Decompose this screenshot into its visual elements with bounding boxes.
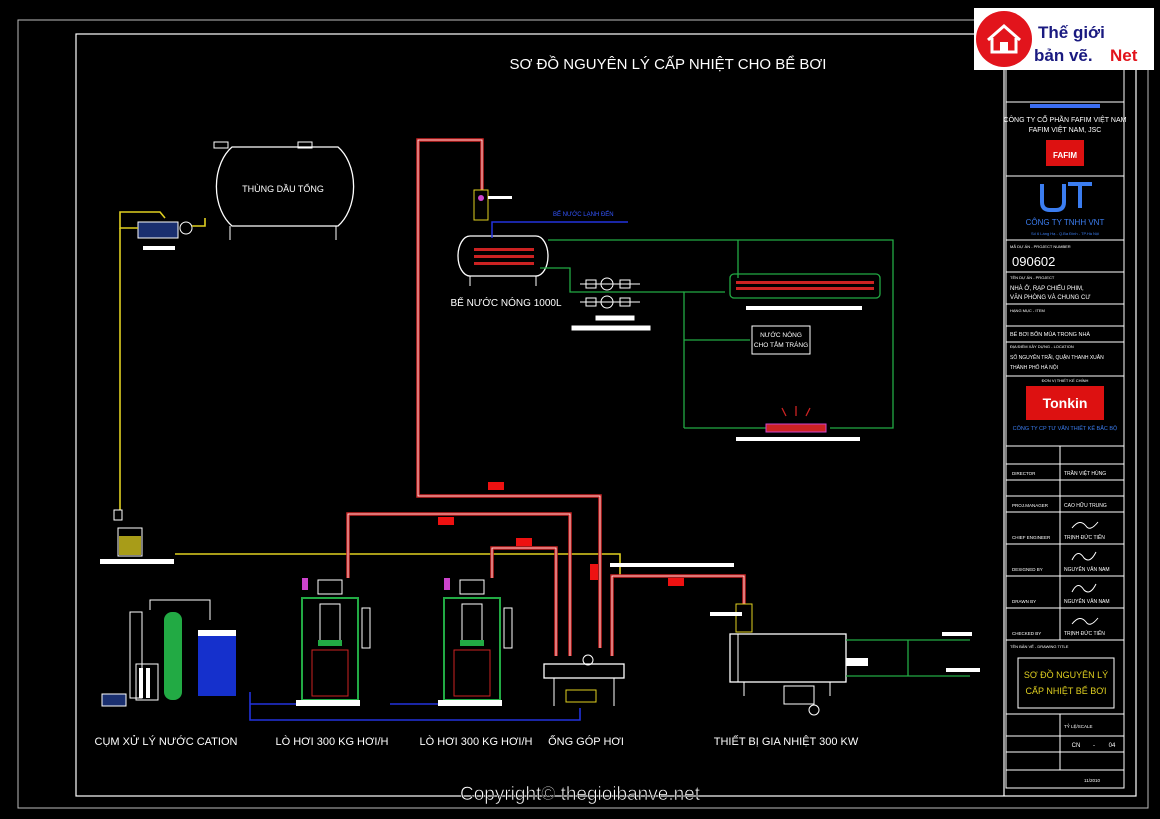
steam-header-label: ỐNG GÓP HƠI [548,734,624,748]
fafim-logo [1046,140,1084,166]
fuel-line [119,211,621,575]
floor-heater [736,406,860,441]
drawing-title-line2: CẤP NHIỆT BỂ BƠI [1026,685,1107,696]
fafim-logo-text: FAFIM [1053,151,1077,160]
logo-line3: Net [1110,46,1138,65]
project-number-label: MÃ DỰ ÁN - PROJECT NUMBER [1010,244,1071,249]
tank-valve-assembly [473,189,512,221]
sheet-number: 04 [1109,743,1116,749]
shower-label-2: CHO TẮM TRÁNG [754,340,808,349]
drawing-title-label: TÊN BẢN VẼ - DRAWING TITLE [1010,644,1069,649]
heater-water-lines [846,639,970,677]
tonkin-logo-text: Tonkin [1043,395,1088,411]
boiler-1-label: LÒ HƠI 300 KG HƠI/H [275,735,388,748]
steam-pipe-tags [438,482,734,586]
scale: TỶ LỆ/SCALE [1064,722,1093,729]
pm-label: PROJ.MANAGER [1012,503,1049,508]
sheet-prefix: CN [1072,743,1081,749]
boiler-2 [438,578,513,706]
pool-heat-exchanger [729,273,881,310]
project-label: TÊN DỰ ÁN - PROJECT [1010,275,1055,280]
drawn: NGUYỄN VĂN NAM [1064,598,1110,605]
heater-300kw [710,603,868,716]
date: 11/2010 [1084,778,1100,783]
item: BỂ BƠI BỐN MÙA TRONG NHÀ [1010,331,1090,338]
oil-tank: THÙNG DẦU TỔNG [213,141,355,240]
chief: TRỊNH ĐỨC TIẾN [1064,534,1105,541]
cation-unit-label: CỤM XỬ LÝ NƯỚC CATION [95,735,238,748]
company2-name: CÔNG TY TNHH VNT [1026,218,1105,227]
location-line1: SỐ NGUYỄN TRÃI, QUẬN THANH XUÂN [1010,354,1104,361]
circulation-pumps [571,277,651,331]
location-label: ĐỊA ĐIỂM XÂY DỰNG - LOCATION [1010,344,1074,349]
fuel-pump [137,221,193,250]
hot-water-tank: BỂ NƯỚC NÓNG 1000L [450,235,562,309]
company1-line1: CÔNG TY CỔ PHẦN FAFIM VIỆT NAM [1004,114,1127,124]
steam-header [543,654,625,706]
logo-line1: Thế giới [1038,23,1105,42]
pm: CAO HỮU TRUNG [1064,502,1107,509]
hot-water-circuit [540,239,894,429]
copyright: Copyright© thegioibanve.net [460,784,701,805]
consultant-name: CÔNG TY CP TƯ VẤN THIẾT KẾ BẮC BỘ [1013,424,1118,432]
chief-label: CHIEF ENGINEER [1012,535,1051,540]
cold-water-feed-line [249,692,581,721]
title-block: CÔNG TY CỔ PHẦN FAFIM VIỆT NAM FAFIM VIỆ… [1004,35,1127,789]
checked-label: CHECKED BY [1012,631,1041,636]
site-logo: Thế giới bản vẽ. Net [974,8,1154,70]
designer-label: DESIGNED BY [1012,567,1043,572]
director-label: DIRECTOR [1012,471,1036,476]
logo-line2: bản vẽ. [1034,46,1093,65]
sheet-dash: - [1093,743,1095,749]
cold-water-label: BỂ NƯỚC LẠNH ĐẾN [553,211,614,218]
drawing-title-line1: SƠ ĐỒ NGUYÊN LÝ [1024,669,1108,680]
checked: TRỊNH ĐỨC TIẾN [1064,630,1105,637]
heater-line-tags [942,632,980,672]
consultant-label: ĐƠN VỊ THIẾT KẾ CHÍNH [1042,378,1089,383]
oil-tank-label: THÙNG DẦU TỔNG [242,183,324,194]
shower-hot-water-box: NƯỚC NÓNG CHO TẮM TRÁNG [751,325,811,355]
signature-drawn [1071,583,1097,593]
boiler-2-label: LÒ HƠI 300 KG HƠI/H [419,735,532,748]
heater-label: THIẾT BỊ GIA NHIỆT 300 KW [714,735,859,748]
company1-line2: FAFIM VIỆT NAM, JSC [1029,125,1102,134]
day-tank [100,509,174,564]
steam-pipes-boilers [346,512,746,656]
signature-checked [1071,617,1099,625]
location-line2: THÀNH PHỐ HÀ NỘI [1010,364,1058,371]
cation-unit [101,599,236,707]
outer-frame [17,19,1149,809]
project-number: 090602 [1012,254,1055,269]
hot-water-tank-label: BỂ NƯỚC NÓNG 1000L [450,296,561,309]
steam-pipe-main [416,138,602,648]
project-line1: NHÀ Ở, RẠP CHIẾU PHIM, [1010,285,1084,292]
cold-water-inlet: BỂ NƯỚC LẠNH ĐẾN [491,211,628,238]
tonkin-logo [1026,386,1104,420]
drawn-label: DRAWN BY [1012,599,1036,604]
designer: NGUYỄN VĂN NAM [1064,566,1110,573]
company2-address: Số 6 Láng Hạ - Q.Ba Đình - TP.Hà Nội [1031,231,1099,236]
boiler-1 [296,578,371,706]
director: TRẦN VIỆT HÙNG [1064,469,1106,477]
shower-label-1: NƯỚC NÓNG [760,330,802,339]
inner-frame [75,33,1137,797]
project-line2: VĂN PHÒNG VÀ CHUNG CƯ [1010,294,1090,301]
signature-chief [1071,521,1099,529]
drawing-title: SƠ ĐỒ NGUYÊN LÝ CẤP NHIỆT CHO BỂ BƠI [510,55,827,73]
item-label: HẠNG MỤC - ITEM [1010,308,1045,313]
signature-designer [1071,551,1097,561]
